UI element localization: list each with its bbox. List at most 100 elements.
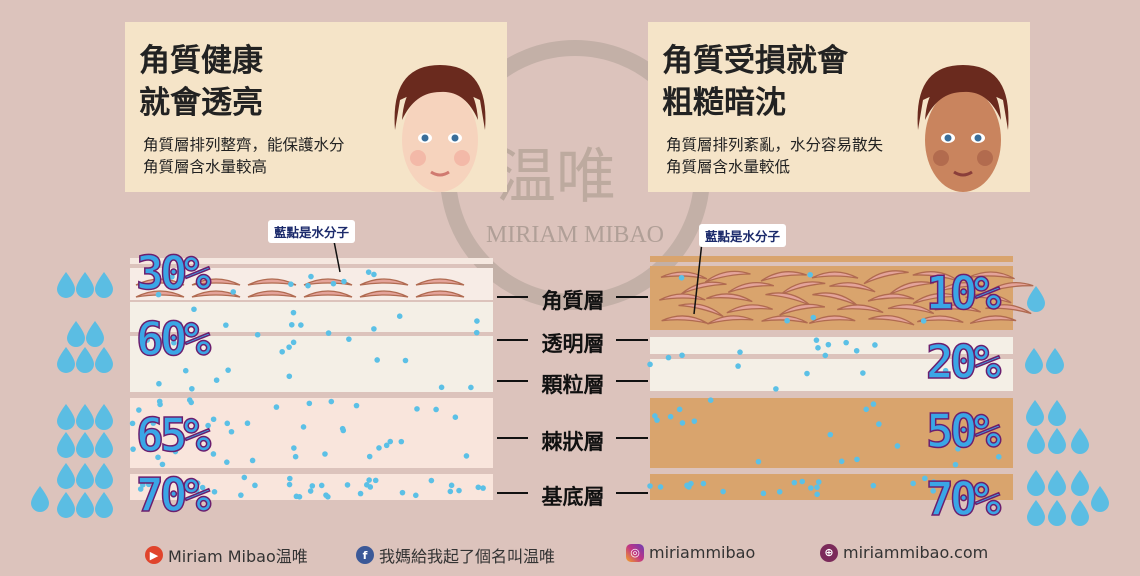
water-molecule [969,286,976,292]
water-molecule [254,331,261,338]
water-molecule [325,330,332,336]
damaged-corneum-cell [888,281,934,296]
healthy-lucidum-layer [130,302,493,332]
water-molecule [300,424,307,430]
water-molecule [995,454,1002,460]
damaged-water-drop-icon [1048,470,1066,496]
healthy-desc-line1: 角質層排列整齊，能保護水分 [143,136,345,154]
water-molecule [372,477,379,484]
water-molecule [288,281,294,287]
water-molecule [210,451,217,457]
water-molecule [322,451,328,457]
water-molecule [700,480,707,487]
water-molecule [291,445,297,451]
water-molecule [371,326,377,332]
water-molecule [776,488,783,495]
water-molecule [412,492,419,499]
water-molecule [480,485,486,491]
water-molecule [678,274,685,281]
healthy-desc-line2: 角質層含水量較高 [143,158,268,176]
water-molecule [249,457,256,464]
water-molecule [815,479,822,485]
water-molecule [346,336,352,342]
water-molecule [970,487,977,494]
water-molecule [238,492,244,498]
footer-facebook-label: 我媽給我起了個名叫温唯 [379,547,556,566]
water-molecule [224,420,231,427]
damaged-percent-basal: 70% [925,472,1002,526]
water-molecule [843,339,849,346]
instagram-icon: ◎ [626,543,644,562]
damaged-water-drop-icon [1046,348,1064,374]
water-molecule [876,421,882,427]
water-molecule [922,475,928,482]
damaged-corneum-cell [808,315,856,324]
water-molecule [942,367,949,374]
water-molecule [137,486,144,492]
healthy-percent-granular: 60% [135,312,212,366]
footer-instagram[interactable]: ◎miriammibao [626,543,755,562]
damaged-water-drop-icon [1071,428,1089,454]
water-molecule [353,402,360,409]
water-molecule [428,477,435,484]
water-molecule [707,397,714,403]
water-molecule [676,406,683,413]
damaged-corneum-cell [660,271,708,280]
damaged-corneum-cell [727,281,775,293]
water-molecule [814,484,820,491]
water-molecule [784,317,790,324]
healthy-water-drop-icon [57,272,75,298]
callout-damaged: 藍點是水分子 [699,224,787,247]
healthy-water-drop-icon [57,492,75,518]
water-molecule [737,349,743,355]
water-molecule [652,413,658,419]
damaged-corneum-cell [779,303,826,316]
water-molecule [387,438,394,445]
water-molecule [955,446,961,452]
water-molecule [825,341,832,348]
healthy-water-drop-icon [76,404,94,430]
water-molecule [145,481,152,488]
water-molecule [870,401,877,407]
water-molecule [808,485,814,491]
damaged-face-illustration [917,65,1009,192]
water-molecule [296,494,303,500]
watermark-brand-en: MIRIAM MIBAO [486,222,665,248]
damaged-corneum-cell [867,293,915,302]
water-molecule [330,280,337,287]
healthy-water-drop-icon [95,432,113,458]
damaged-water-drop-icon [1025,348,1043,374]
damaged-corneum-cell [912,271,959,282]
water-molecule [223,322,229,328]
water-molecule [365,269,372,275]
water-molecule [863,406,870,413]
healthy-water-drop-icon [76,347,94,373]
water-molecule [340,427,347,434]
footer-website[interactable]: ⊕miriammibao.com [820,543,988,562]
water-molecule [273,404,280,410]
healthy-water-drop-icon [57,347,75,373]
healthy-water-drop-icon [76,463,94,489]
healthy-corneum-cell [303,278,353,286]
water-molecule [225,367,231,373]
damaged-water-drop-icon [1027,500,1045,526]
healthy-water-drop-icon [95,404,113,430]
water-molecule [870,482,877,489]
damaged-corneum-cell [868,315,915,326]
damaged-top-strip [650,256,1013,262]
healthy-water-drop-icon [95,492,113,518]
damaged-card: 角質受損就會粗糙暗沈 角質層排列紊亂，水分容易散失角質層含水量較低 [648,22,1030,192]
healthy-card: 角質健康就會透亮 角質層排列整齊，能保護水分角質層含水量較高 [125,22,507,192]
damaged-corneum-cell [659,293,706,301]
footer-youtube[interactable]: ▶Miriam Mibao温唯 [145,543,308,567]
water-molecule [298,322,304,328]
damaged-water-drop-icon [1091,486,1109,512]
footer-website-label: miriammibao.com [843,543,989,562]
water-molecule [171,339,177,346]
water-molecule [473,329,480,336]
damaged-corneum-cell [829,282,876,293]
water-molecule [456,487,462,494]
healthy-water-drop-icon [95,463,113,489]
healthy-water-drop-icon [57,404,75,430]
